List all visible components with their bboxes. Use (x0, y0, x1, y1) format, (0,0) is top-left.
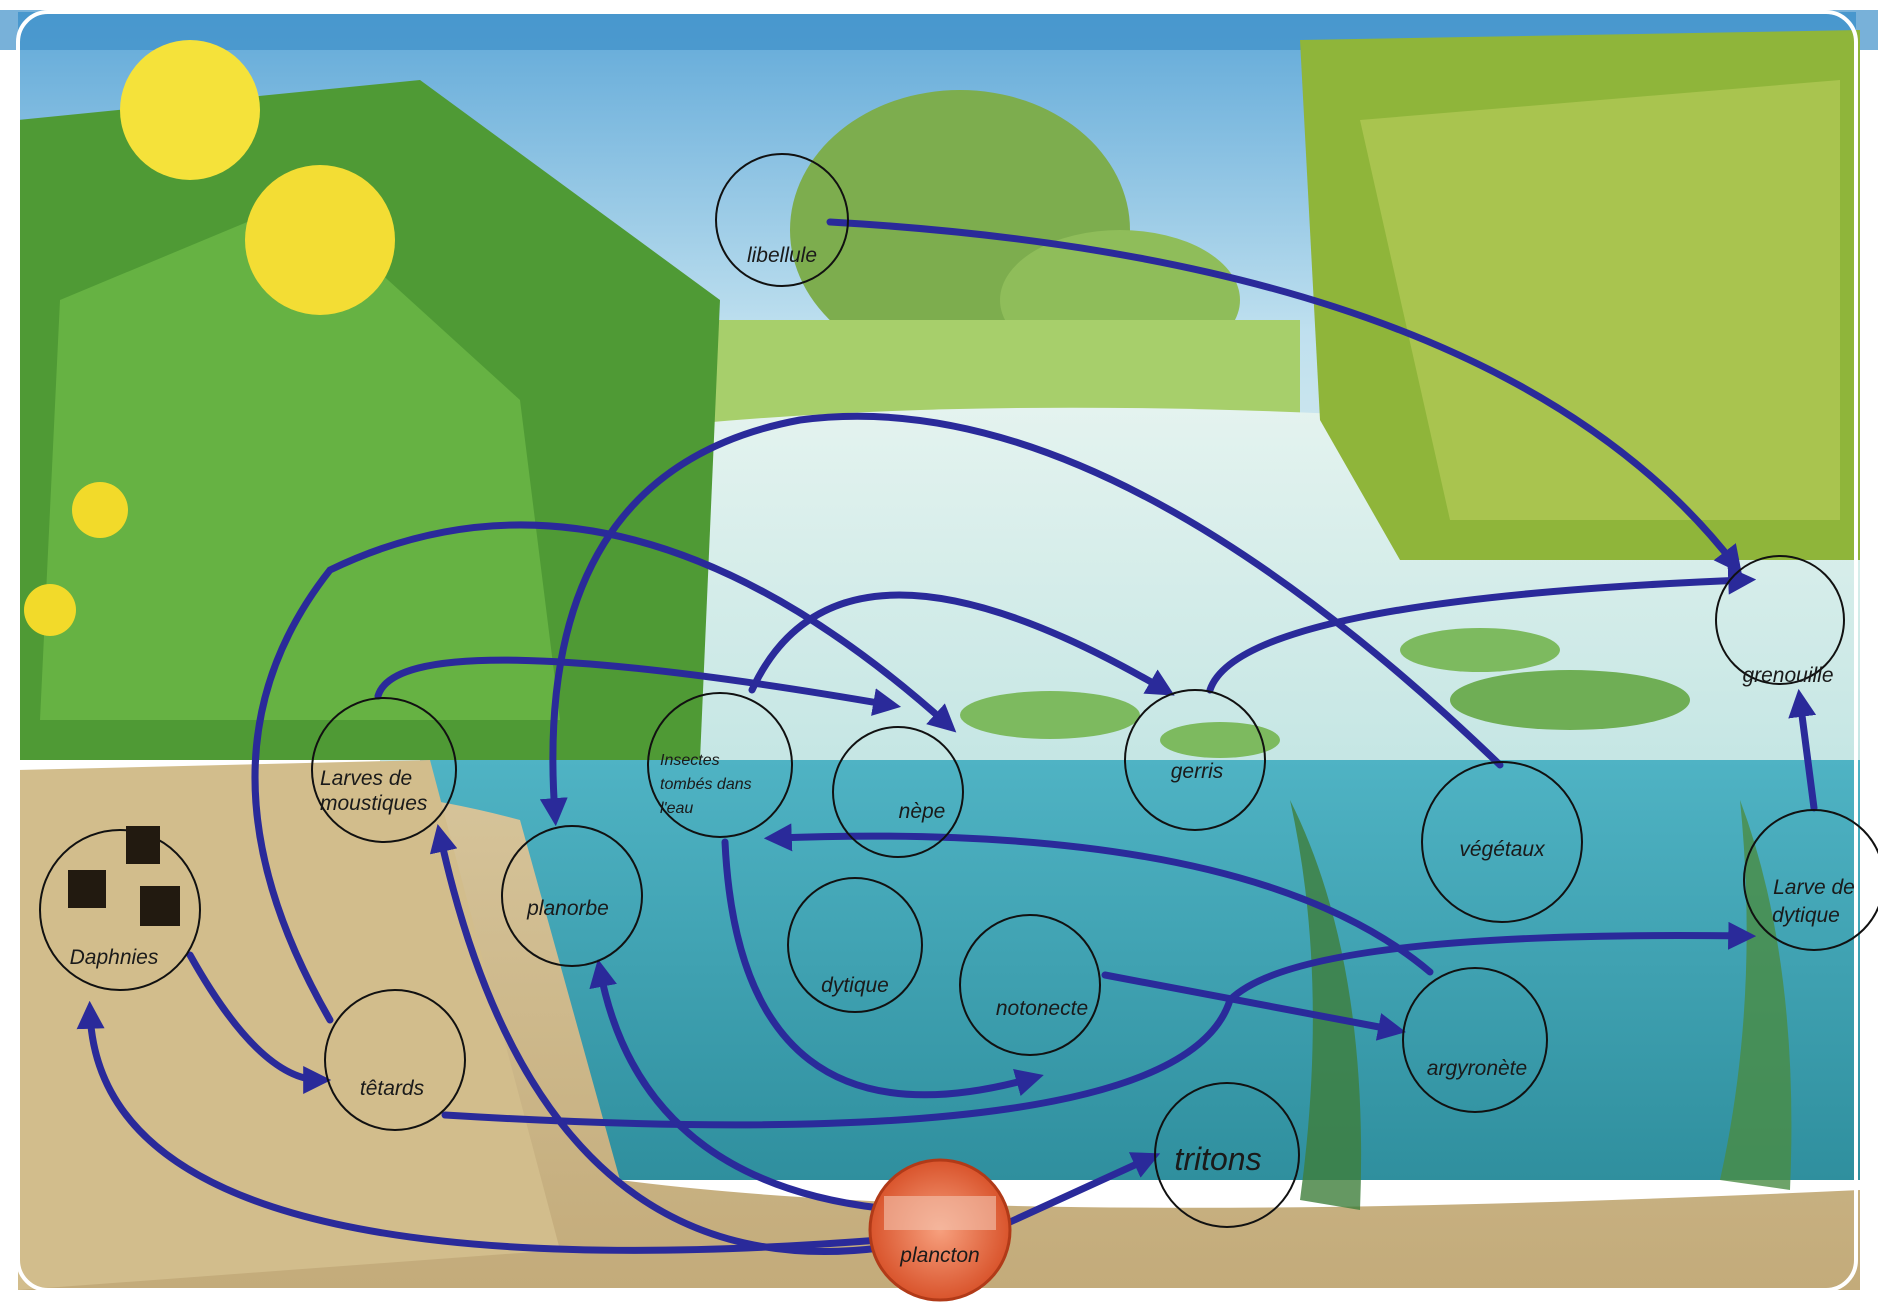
underwater (420, 760, 1860, 1180)
lily-pad (1400, 628, 1560, 672)
lily-pad (1450, 670, 1690, 730)
label-daphnies: Daphnies (70, 946, 159, 969)
daphnia-thumbnail (140, 886, 180, 926)
label-plancton: plancton (899, 1244, 979, 1267)
label-dytique: dytique (821, 974, 889, 997)
label-larves-line1: Larves de (320, 767, 412, 790)
label-gerris: gerris (1171, 760, 1224, 783)
label-libellule: libellule (747, 244, 817, 267)
label-larves-line2: moustiques (320, 792, 428, 815)
daphnia-thumbnail (68, 870, 106, 908)
marsh-marigold (72, 482, 128, 538)
iris-flower (120, 40, 260, 180)
label-insectes-line3: l'eau (660, 800, 693, 817)
lily-pad (960, 691, 1140, 739)
marsh-marigold (24, 584, 76, 636)
label-planorbe: planorbe (526, 897, 609, 920)
label-larve-dytique-line2: dytique (1772, 904, 1840, 927)
iris-flower (245, 165, 395, 315)
label-vegetaux: végétaux (1459, 838, 1546, 861)
label-argyronete: argyronète (1427, 1057, 1527, 1080)
plankton-texture (884, 1196, 996, 1230)
label-tritons: tritons (1174, 1141, 1261, 1177)
label-insectes-line1: Insectes (660, 752, 720, 769)
label-grenouille: grenouille (1742, 664, 1833, 687)
label-insectes-line2: tombés dans (660, 776, 752, 793)
label-nepe: nèpe (899, 800, 946, 823)
label-larve-dytique-line1: Larve de (1773, 876, 1855, 899)
node-plancton: plancton (870, 1160, 1010, 1300)
label-notonecte: notonecte (996, 997, 1088, 1020)
label-tetards: têtards (360, 1077, 425, 1100)
daphnia-thumbnail (126, 826, 160, 864)
